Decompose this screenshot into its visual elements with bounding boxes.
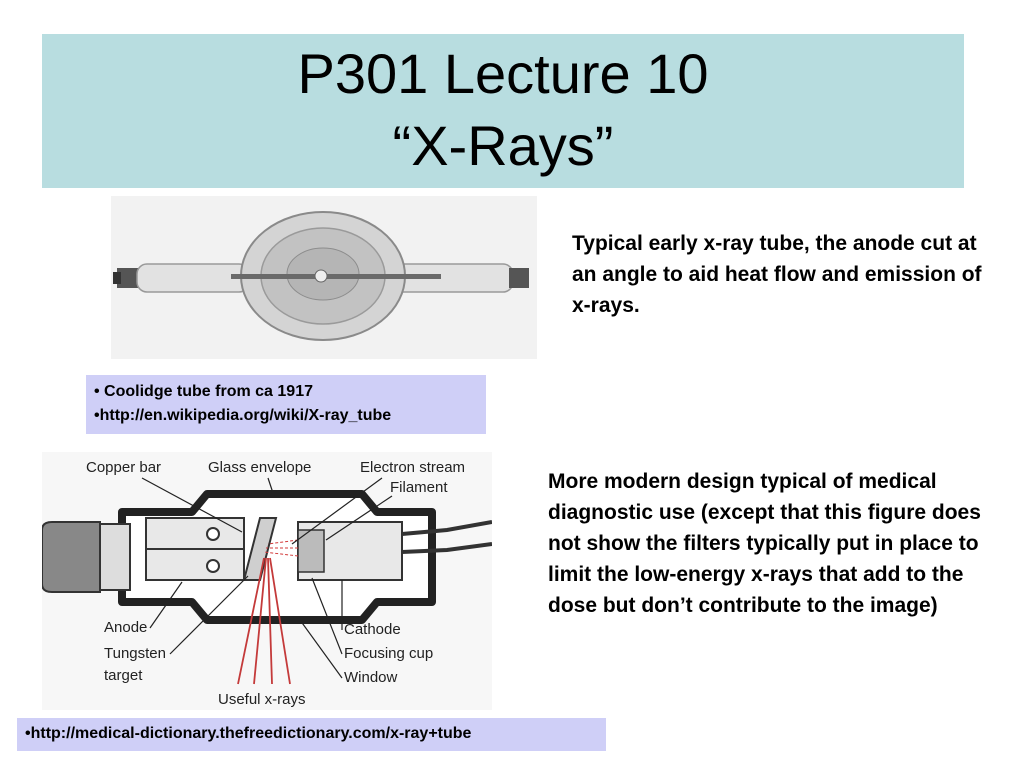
- early-tube-caption: Typical early x-ray tube, the anode cut …: [572, 232, 982, 317]
- label-target: target: [104, 667, 143, 684]
- reference-box-bottom: •http://medical-dictionary.thefreedictio…: [17, 718, 606, 751]
- label-cathode: Cathode: [344, 621, 401, 638]
- medical-dictionary-link[interactable]: •http://medical-dictionary.thefreedictio…: [25, 725, 472, 742]
- wikipedia-link[interactable]: •http://en.wikipedia.org/wiki/X-ray_tube: [94, 407, 392, 424]
- label-focusing-cup: Focusing cup: [344, 645, 433, 662]
- label-anode: Anode: [104, 619, 147, 636]
- title-banner: P301 Lecture 10 “X-Rays”: [42, 34, 964, 188]
- slide-subtitle: “X-Rays”: [392, 114, 614, 177]
- modern-design-caption: More modern design typical of medical di…: [548, 470, 981, 617]
- label-electron-stream: Electron stream: [360, 459, 465, 476]
- coolidge-note: • Coolidge tube from ca 1917: [94, 383, 313, 400]
- label-glass-envelope: Glass envelope: [208, 459, 311, 476]
- reference-box-top: • Coolidge tube from ca 1917 •http://en.…: [86, 375, 486, 434]
- label-tungsten: Tungsten: [104, 645, 166, 662]
- label-copper-bar: Copper bar: [86, 459, 161, 476]
- label-filament: Filament: [390, 479, 448, 496]
- xray-tube-diagram: Copper bar Glass envelope Electron strea…: [41, 452, 493, 710]
- slide-title: P301 Lecture 10: [297, 42, 709, 105]
- label-useful-xrays: Useful x-rays: [218, 691, 306, 708]
- label-window: Window: [344, 669, 398, 686]
- coolidge-tube-photo: [111, 196, 537, 359]
